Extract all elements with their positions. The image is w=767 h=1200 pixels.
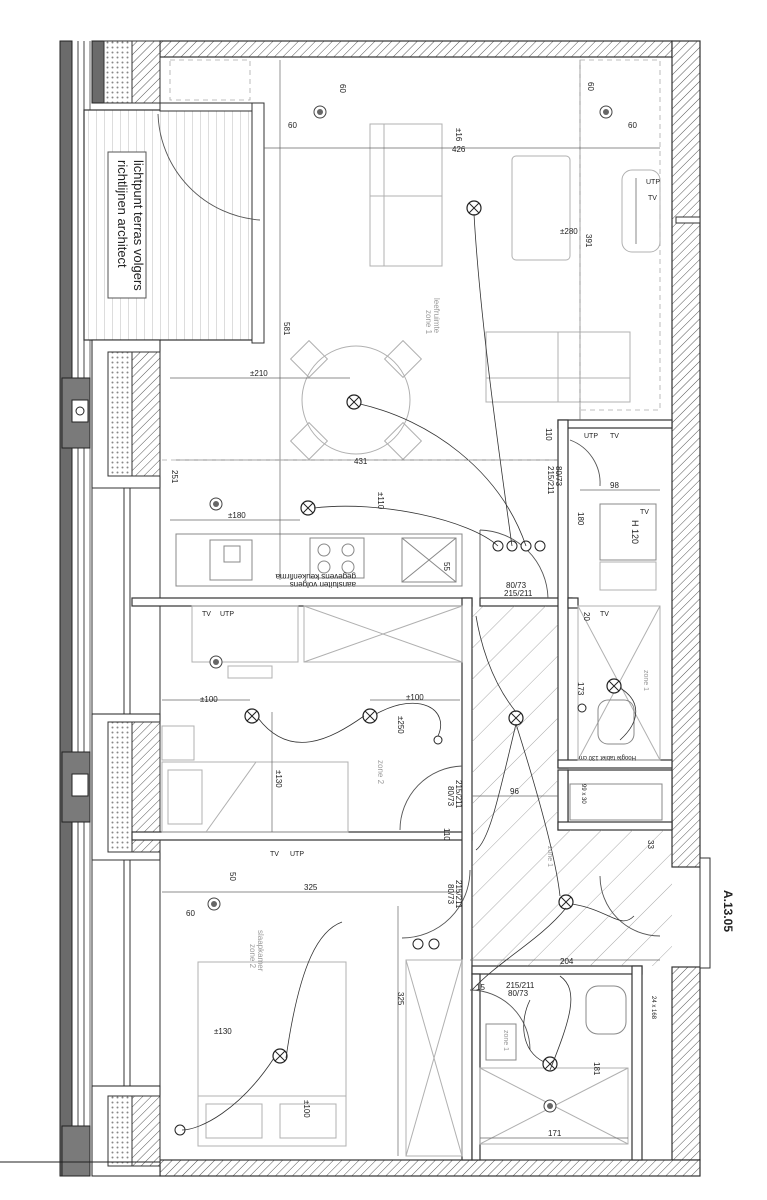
unit-code: A.13.05	[721, 890, 735, 932]
dim-250: ±250	[396, 716, 405, 734]
dim-60d: 60	[628, 121, 637, 130]
interior-walls	[131, 419, 673, 1161]
dim-325b: 325	[396, 992, 405, 1006]
dim-426: 426	[452, 145, 466, 154]
zone-bath2: zone 1	[502, 1030, 509, 1051]
dim-100a: ±100	[200, 695, 218, 704]
dim-8073e: 80/73	[508, 989, 529, 998]
dim-24168: 24 x 168	[650, 996, 656, 1020]
socket-tv-2: TV	[202, 611, 211, 618]
dim-33: 33	[646, 840, 655, 849]
dim-8073b: 80/73	[506, 581, 527, 590]
dim-210: ±210	[250, 369, 268, 378]
dim-96: 96	[510, 787, 519, 796]
kitchen-note-line1: aansluiten volgens	[290, 580, 356, 589]
dim-9930: 99 x 30	[580, 784, 586, 804]
socket-tv-5: TV	[640, 509, 649, 516]
dim-325a: 325	[304, 883, 318, 892]
dim-21521d: 215/211	[454, 880, 463, 909]
dim-21521b: 215/211	[504, 589, 533, 598]
facade	[0, 40, 265, 1177]
socket-utp-3: UTP	[290, 851, 304, 858]
socket-labels: UTP TV TV UTP TV UTP TV UTP TV TV	[202, 179, 660, 858]
dim-180b: 180	[576, 512, 585, 526]
dim-120: H 120	[630, 520, 640, 544]
socket-tv-1: TV	[648, 195, 657, 202]
door-swings	[157, 113, 661, 1051]
zone-bedroom1-1: slaapkamer	[256, 930, 265, 972]
dim-110b: ±110	[376, 492, 385, 510]
kitchen-note-line2: gegevens keukenfirma	[275, 572, 356, 581]
dimension-lines	[162, 60, 660, 1156]
dim-60c: 60	[288, 121, 297, 130]
exterior-walls	[159, 40, 711, 1177]
socket-utp-4: UTP	[584, 433, 598, 440]
socket-utp-2: UTP	[220, 611, 234, 618]
dim-280: ±280	[560, 227, 578, 236]
zone-bath1: zone 1	[642, 670, 649, 691]
dim-181: 181	[592, 1062, 601, 1076]
labels: A.13.05 lichtpunt terras volgers richtli…	[115, 160, 735, 1051]
bathroom-note: Hoogte tablet 130 cm	[579, 754, 636, 760]
dim-204: 204	[560, 957, 574, 966]
dim-21521a: 215/211	[546, 466, 555, 495]
dimension-text: 60 60 60 60 426 ±16 391 ±280 581 ±210 11…	[170, 82, 656, 1138]
dim-110c: 110	[442, 828, 451, 841]
dim-8073d: 80/73	[446, 884, 455, 905]
dim-100b: ±100	[406, 693, 424, 702]
dim-21521c: 215/211	[454, 780, 463, 809]
dim-20: 20	[582, 612, 591, 621]
dim-98: 98	[610, 481, 619, 490]
zone-living-1: leefruimte	[432, 298, 441, 334]
dim-55: 55	[442, 562, 451, 571]
dim-180a: ±180	[228, 511, 246, 520]
terrace-note-line2: richtlijnen architect	[115, 160, 130, 268]
hallway-hatch	[472, 606, 558, 966]
dim-110a: 110	[544, 428, 553, 441]
zone-bedroom1-2: zone 2	[248, 944, 257, 969]
zone-dashes	[162, 59, 661, 461]
dim-251: 251	[170, 470, 179, 484]
dim-391: 391	[584, 234, 593, 248]
dim-60b: 60	[586, 82, 595, 91]
dim-100c: ±100	[302, 1100, 311, 1118]
socket-tv-6: TV	[600, 611, 609, 618]
zone-hall: zone 1	[546, 846, 553, 867]
dim-171: 171	[548, 1129, 562, 1138]
dim-416: ±16	[454, 128, 463, 142]
socket-tv-3: TV	[270, 851, 279, 858]
zone-bedroom2: zone 2	[376, 760, 385, 785]
dim-8073a: 80/73	[554, 466, 563, 487]
dim-581: 581	[282, 322, 291, 336]
dim-173: 173	[576, 682, 585, 696]
dim-60e: 60	[186, 909, 195, 918]
zone-living-2: zone 1	[424, 310, 433, 335]
dim-15: 15	[476, 983, 485, 992]
dim-60a: 60	[338, 84, 347, 93]
dim-130b: ±130	[214, 1027, 232, 1036]
entrance-hatch	[558, 830, 672, 966]
socket-tv-4: TV	[610, 433, 619, 440]
dim-431: 431	[354, 457, 368, 466]
terrace-note-line1: lichtpunt terras volgers	[131, 160, 146, 291]
dim-50: 50	[228, 872, 237, 881]
dim-21521e: 215/211	[506, 981, 535, 990]
socket-utp-1: UTP	[646, 179, 660, 186]
dim-130a: ±130	[274, 770, 283, 788]
dim-8073c: 80/73	[446, 786, 455, 807]
wiring	[181, 213, 637, 1131]
